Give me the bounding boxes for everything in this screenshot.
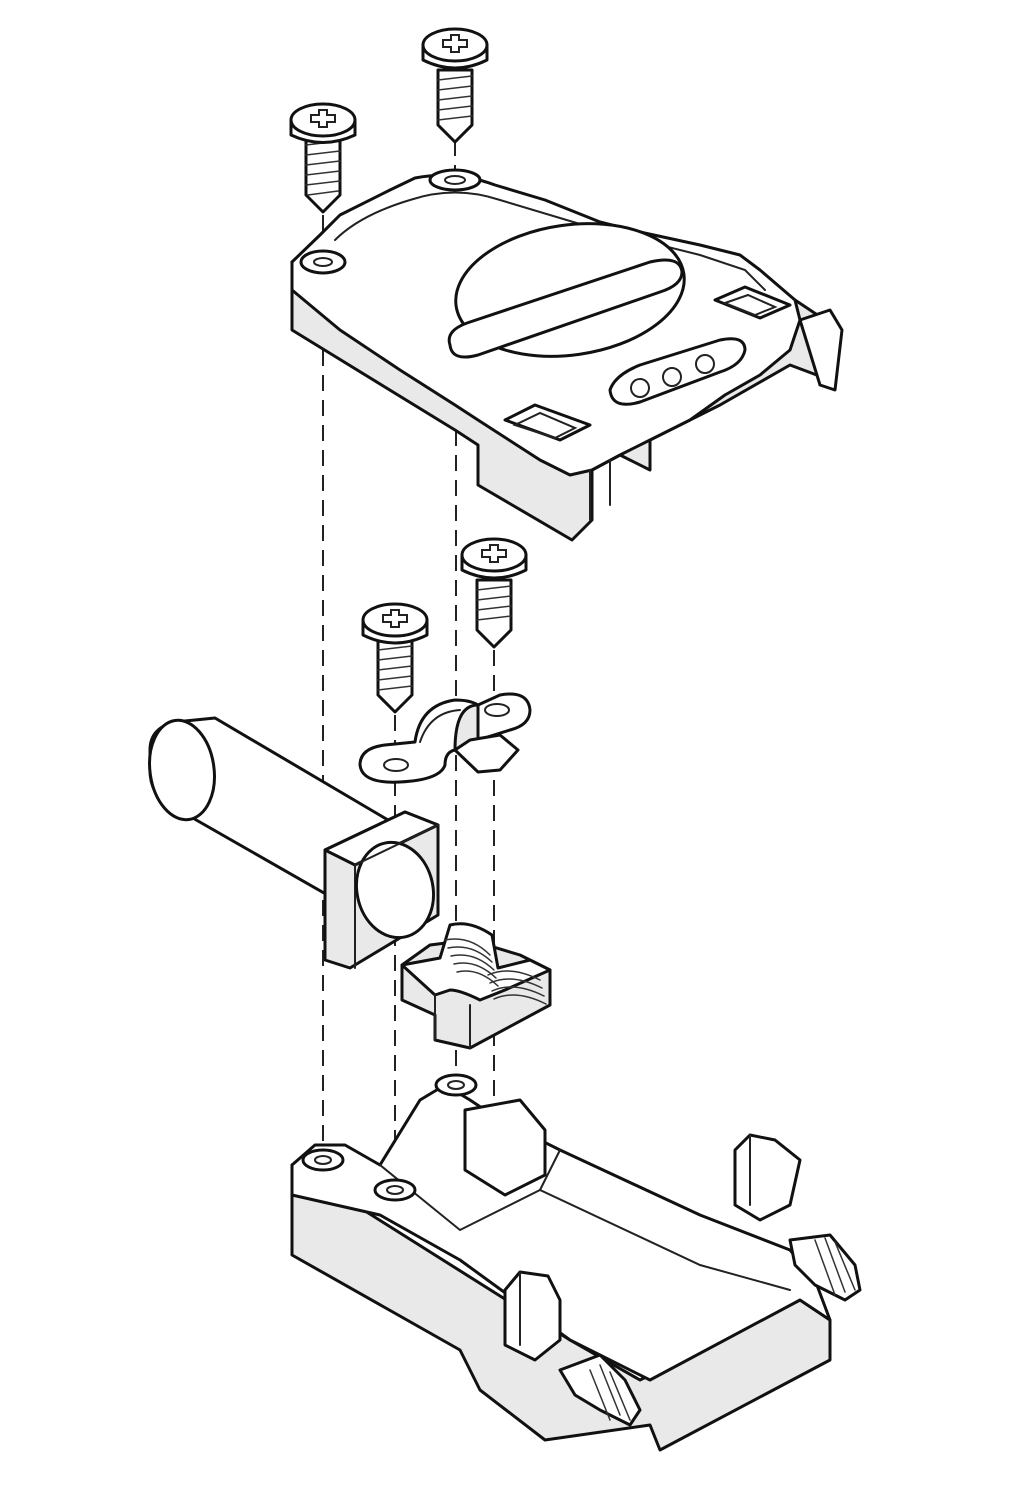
jack-screw-front — [558, 1353, 642, 1427]
phillips-screw-icon — [481, 544, 507, 563]
cable-grommet-icon — [444, 938, 499, 987]
top-screw-left — [289, 102, 357, 214]
strain-relief-boot-icon — [354, 824, 439, 866]
cable-clamp — [358, 692, 532, 784]
middle-screw-right — [460, 537, 528, 649]
cable-clamp-icon — [419, 709, 461, 743]
phillips-screw-icon — [442, 34, 468, 53]
strain-relief-boot — [148, 716, 440, 970]
jack-screw-icon — [589, 1364, 631, 1421]
phillips-screw-icon — [310, 109, 336, 128]
top-cover — [290, 168, 844, 542]
phillips-screw-icon — [382, 609, 408, 628]
jack-screw-icon — [814, 1237, 856, 1296]
middle-screw-left — [361, 602, 429, 714]
cable-grommet — [400, 922, 552, 1050]
jack-screw-rear — [788, 1233, 862, 1302]
bottom-shell — [290, 1073, 862, 1452]
top-screw-right — [421, 27, 489, 144]
